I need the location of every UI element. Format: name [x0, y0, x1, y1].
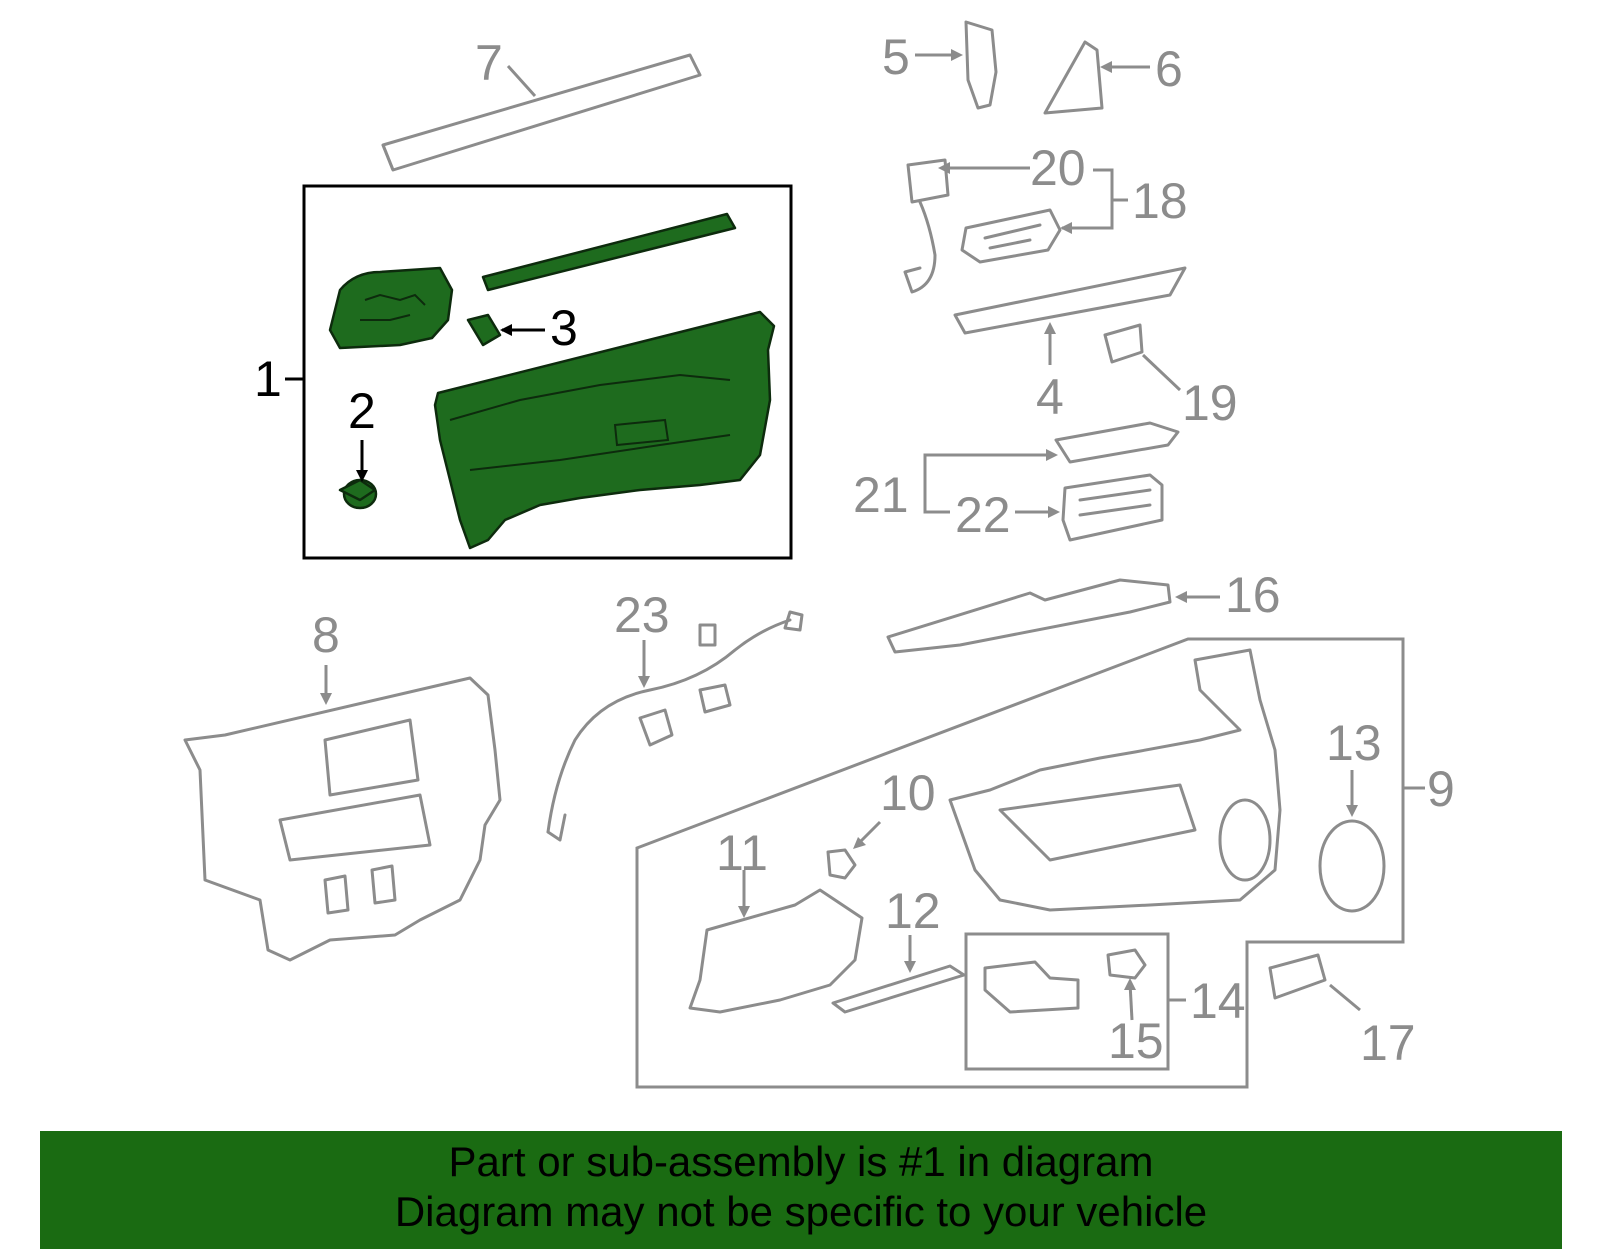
arrow-11 [738, 906, 750, 918]
callout-14: 14 [1190, 973, 1246, 1029]
callout-10: 10 [880, 765, 936, 821]
banner-line-2: Diagram may not be specific to your vehi… [394, 1188, 1208, 1235]
part-16-armrest[interactable] [886, 578, 1172, 654]
callout-19: 19 [1182, 375, 1238, 431]
callout-13: 13 [1326, 715, 1382, 771]
part-21-switch-cover[interactable] [1054, 421, 1180, 464]
arrow-12 [904, 961, 916, 973]
arrow-15 [1124, 978, 1136, 990]
arrow-13 [1346, 805, 1358, 817]
part-4-trim[interactable] [953, 266, 1187, 335]
callout-4: 4 [1036, 369, 1064, 425]
arrow-20 [938, 162, 950, 174]
arrow-23 [638, 676, 650, 688]
arrow-10 [853, 837, 866, 849]
part-12-strip[interactable] [831, 964, 966, 1014]
callout-11: 11 [716, 825, 768, 881]
info-banner: Part or sub-assembly is #1 in diagram Di… [40, 1131, 1562, 1249]
arrow-8 [320, 693, 332, 705]
callout-6: 6 [1155, 41, 1183, 97]
callout-1: 1 [254, 351, 282, 407]
assembly-box-1 [302, 184, 793, 560]
arrow-18 [1060, 222, 1072, 234]
callout-7: 7 [475, 35, 503, 91]
part-15-bulb[interactable] [1106, 948, 1147, 980]
callout-3: 3 [550, 300, 578, 356]
part-11-bracket[interactable] [688, 888, 864, 1014]
callout-18: 18 [1132, 173, 1188, 229]
part-10-clip[interactable] [826, 848, 857, 880]
banner-line-1: Part or sub-assembly is #1 in diagram [448, 1138, 1154, 1185]
part-1-handle-bracket[interactable] [328, 266, 454, 350]
arrow-16 [1175, 591, 1187, 603]
callout-2: 2 [348, 383, 376, 439]
callout-17: 17 [1360, 1015, 1416, 1071]
part-20-switch-harness[interactable] [903, 158, 950, 294]
part-23-wiring-harness[interactable] [546, 610, 804, 842]
leader-17 [1329, 983, 1361, 1012]
part-14-switch-housing[interactable] [983, 960, 1080, 1014]
leader-21 [923, 453, 950, 514]
leader-19 [1141, 353, 1182, 392]
arrow-22 [1048, 506, 1060, 518]
callout-5: 5 [882, 29, 910, 85]
part-22-switch-body[interactable] [1061, 473, 1164, 542]
arrow-6 [1100, 61, 1112, 73]
part-13-speaker-ring[interactable] [1318, 819, 1386, 913]
arrow-5 [951, 49, 963, 61]
arrow-21 [1046, 449, 1058, 461]
callout-23: 23 [614, 587, 670, 643]
part-2-knob[interactable] [338, 478, 378, 510]
callout-16: 16 [1225, 567, 1281, 623]
callout-15: 15 [1108, 1013, 1164, 1069]
arrow-3 [500, 324, 512, 336]
callout-9: 9 [1427, 761, 1455, 817]
part-8-water-shield[interactable] [183, 676, 502, 962]
part-9-door-trim[interactable] [948, 648, 1282, 912]
part-1-upper-strip[interactable] [481, 212, 737, 292]
leader-7 [506, 64, 537, 98]
part-3-clip[interactable] [466, 313, 502, 347]
part-17-reflector[interactable] [1268, 953, 1327, 1000]
arrow-4 [1044, 322, 1056, 334]
callout-22: 22 [955, 487, 1011, 543]
callout-20: 20 [1030, 140, 1086, 196]
arrow-2 [356, 470, 368, 482]
part-1-door-panel[interactable] [433, 310, 776, 550]
callout-12: 12 [885, 883, 941, 939]
assembly-box-9 [635, 637, 1405, 1089]
part-6-corner-trim[interactable] [1043, 40, 1104, 115]
callout-21: 21 [853, 467, 909, 523]
part-18-switch-bezel[interactable] [960, 208, 1062, 264]
callout-8: 8 [312, 607, 340, 663]
part-5-cover[interactable] [964, 20, 998, 110]
part-7-trim-strip[interactable] [381, 53, 702, 172]
part-19-bracket[interactable] [1103, 323, 1144, 364]
